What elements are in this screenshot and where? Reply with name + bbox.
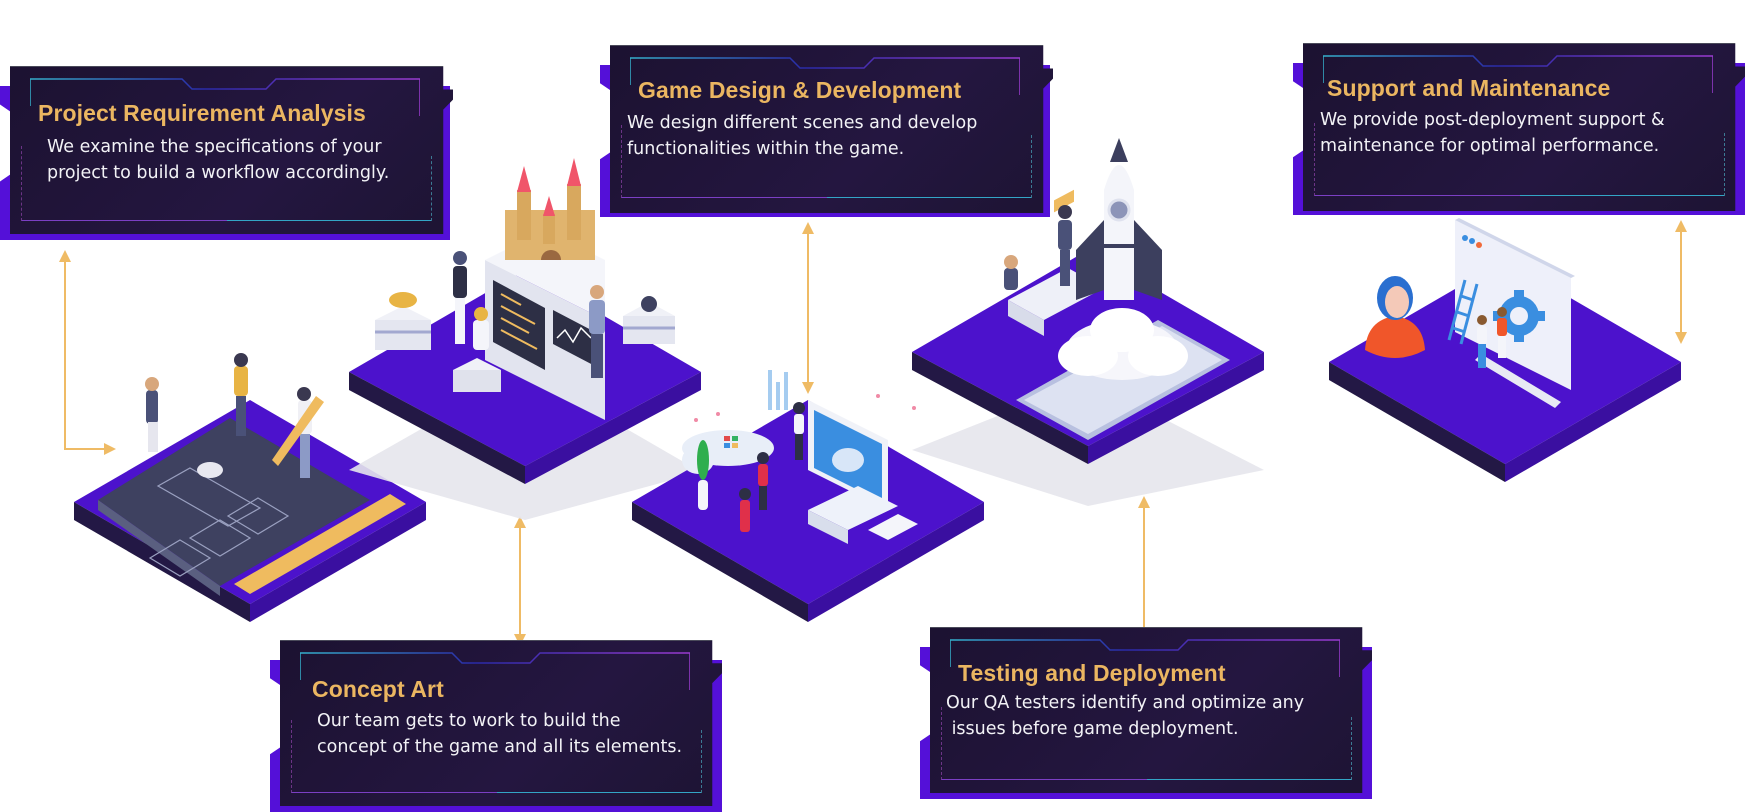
step-description-line: Our team gets to work to build the: [317, 711, 621, 731]
step-description-line: We design different scenes and develop: [627, 113, 978, 133]
step-description-line: Our QA testers identify and optimize any: [946, 693, 1305, 713]
platform-game-design-illustration: [628, 370, 988, 630]
card-panel: [10, 66, 453, 234]
platform-concept-art-illustration: [345, 158, 705, 520]
arrow-line: [807, 234, 809, 384]
card-inner-frame: [1314, 123, 1725, 196]
step-title: Concept Art: [312, 676, 444, 702]
card-frame-decoration: [30, 76, 420, 116]
step-description-line: We provide post-deployment support &: [1320, 110, 1665, 130]
arrow-up-icon: [59, 250, 71, 262]
card-frame-decoration: [1323, 53, 1713, 93]
arrow-line: [519, 528, 521, 636]
card-frame-decoration: [300, 650, 690, 690]
card-panel: [610, 45, 1053, 213]
card-inner-frame: [21, 146, 432, 221]
arrow-up-icon: [802, 222, 814, 234]
card-inner-frame: [621, 125, 1032, 198]
card-panel: [280, 640, 722, 806]
step-description: Our QA testers identify and optimize any…: [946, 690, 1304, 742]
step-title: Project Requirement Analysis: [38, 100, 366, 126]
platform-blueprint-illustration: [70, 353, 430, 630]
arrow-line: [64, 448, 104, 450]
step-title: Support and Maintenance: [1327, 75, 1611, 101]
step-description: We design different scenes and develop f…: [627, 110, 977, 162]
step-card-concept-art: Concept Art Our team gets to work to bui…: [270, 640, 725, 812]
platform-support-maintenance-illustration: [1325, 218, 1685, 490]
card-inner-frame: [941, 707, 1352, 780]
step-description: Our team gets to work to build the conce…: [317, 708, 682, 760]
card-panel: [1303, 43, 1745, 211]
step-description-line: concept of the game and all its elements…: [317, 737, 683, 757]
step-description-line: We examine the specifications of your: [47, 137, 382, 157]
step-card-support-maintenance: Support and Maintenance We provide post-…: [1293, 43, 1745, 215]
card-inner-frame: [291, 720, 702, 793]
platform-testing-deployment-illustration: [908, 138, 1268, 510]
arrow-up-icon: [1138, 496, 1150, 508]
step-description-line: maintenance for optimal performance.: [1320, 136, 1660, 156]
arrow-down-icon: [802, 382, 814, 394]
step-description-line: functionalities within the game.: [627, 139, 905, 159]
step-description-line: issues before game deployment.: [946, 719, 1239, 739]
step-description-line: project to build a workflow accordingly.: [47, 163, 390, 183]
step-card-project-requirement-analysis: Project Requirement Analysis We examine …: [0, 66, 455, 240]
arrow-line: [1143, 508, 1145, 644]
step-title: Game Design & Development: [638, 77, 962, 103]
card-frame-decoration: [950, 637, 1340, 677]
arrow-down-icon: [1675, 332, 1687, 344]
step-card-testing-deployment: Testing and Deployment Our QA testers id…: [920, 627, 1375, 799]
step-title: Testing and Deployment: [958, 660, 1226, 686]
step-description: We examine the specifications of your pr…: [47, 134, 389, 186]
step-description: We provide post-deployment support & mai…: [1320, 107, 1665, 159]
arrow-line: [64, 256, 66, 450]
card-frame-decoration: [630, 55, 1020, 95]
arrow-right-icon: [104, 443, 116, 455]
step-card-game-design-development: Game Design & Development We design diff…: [600, 45, 1055, 217]
arrow-line: [1680, 232, 1682, 340]
card-panel: [930, 627, 1372, 793]
arrow-up-icon: [1675, 220, 1687, 232]
